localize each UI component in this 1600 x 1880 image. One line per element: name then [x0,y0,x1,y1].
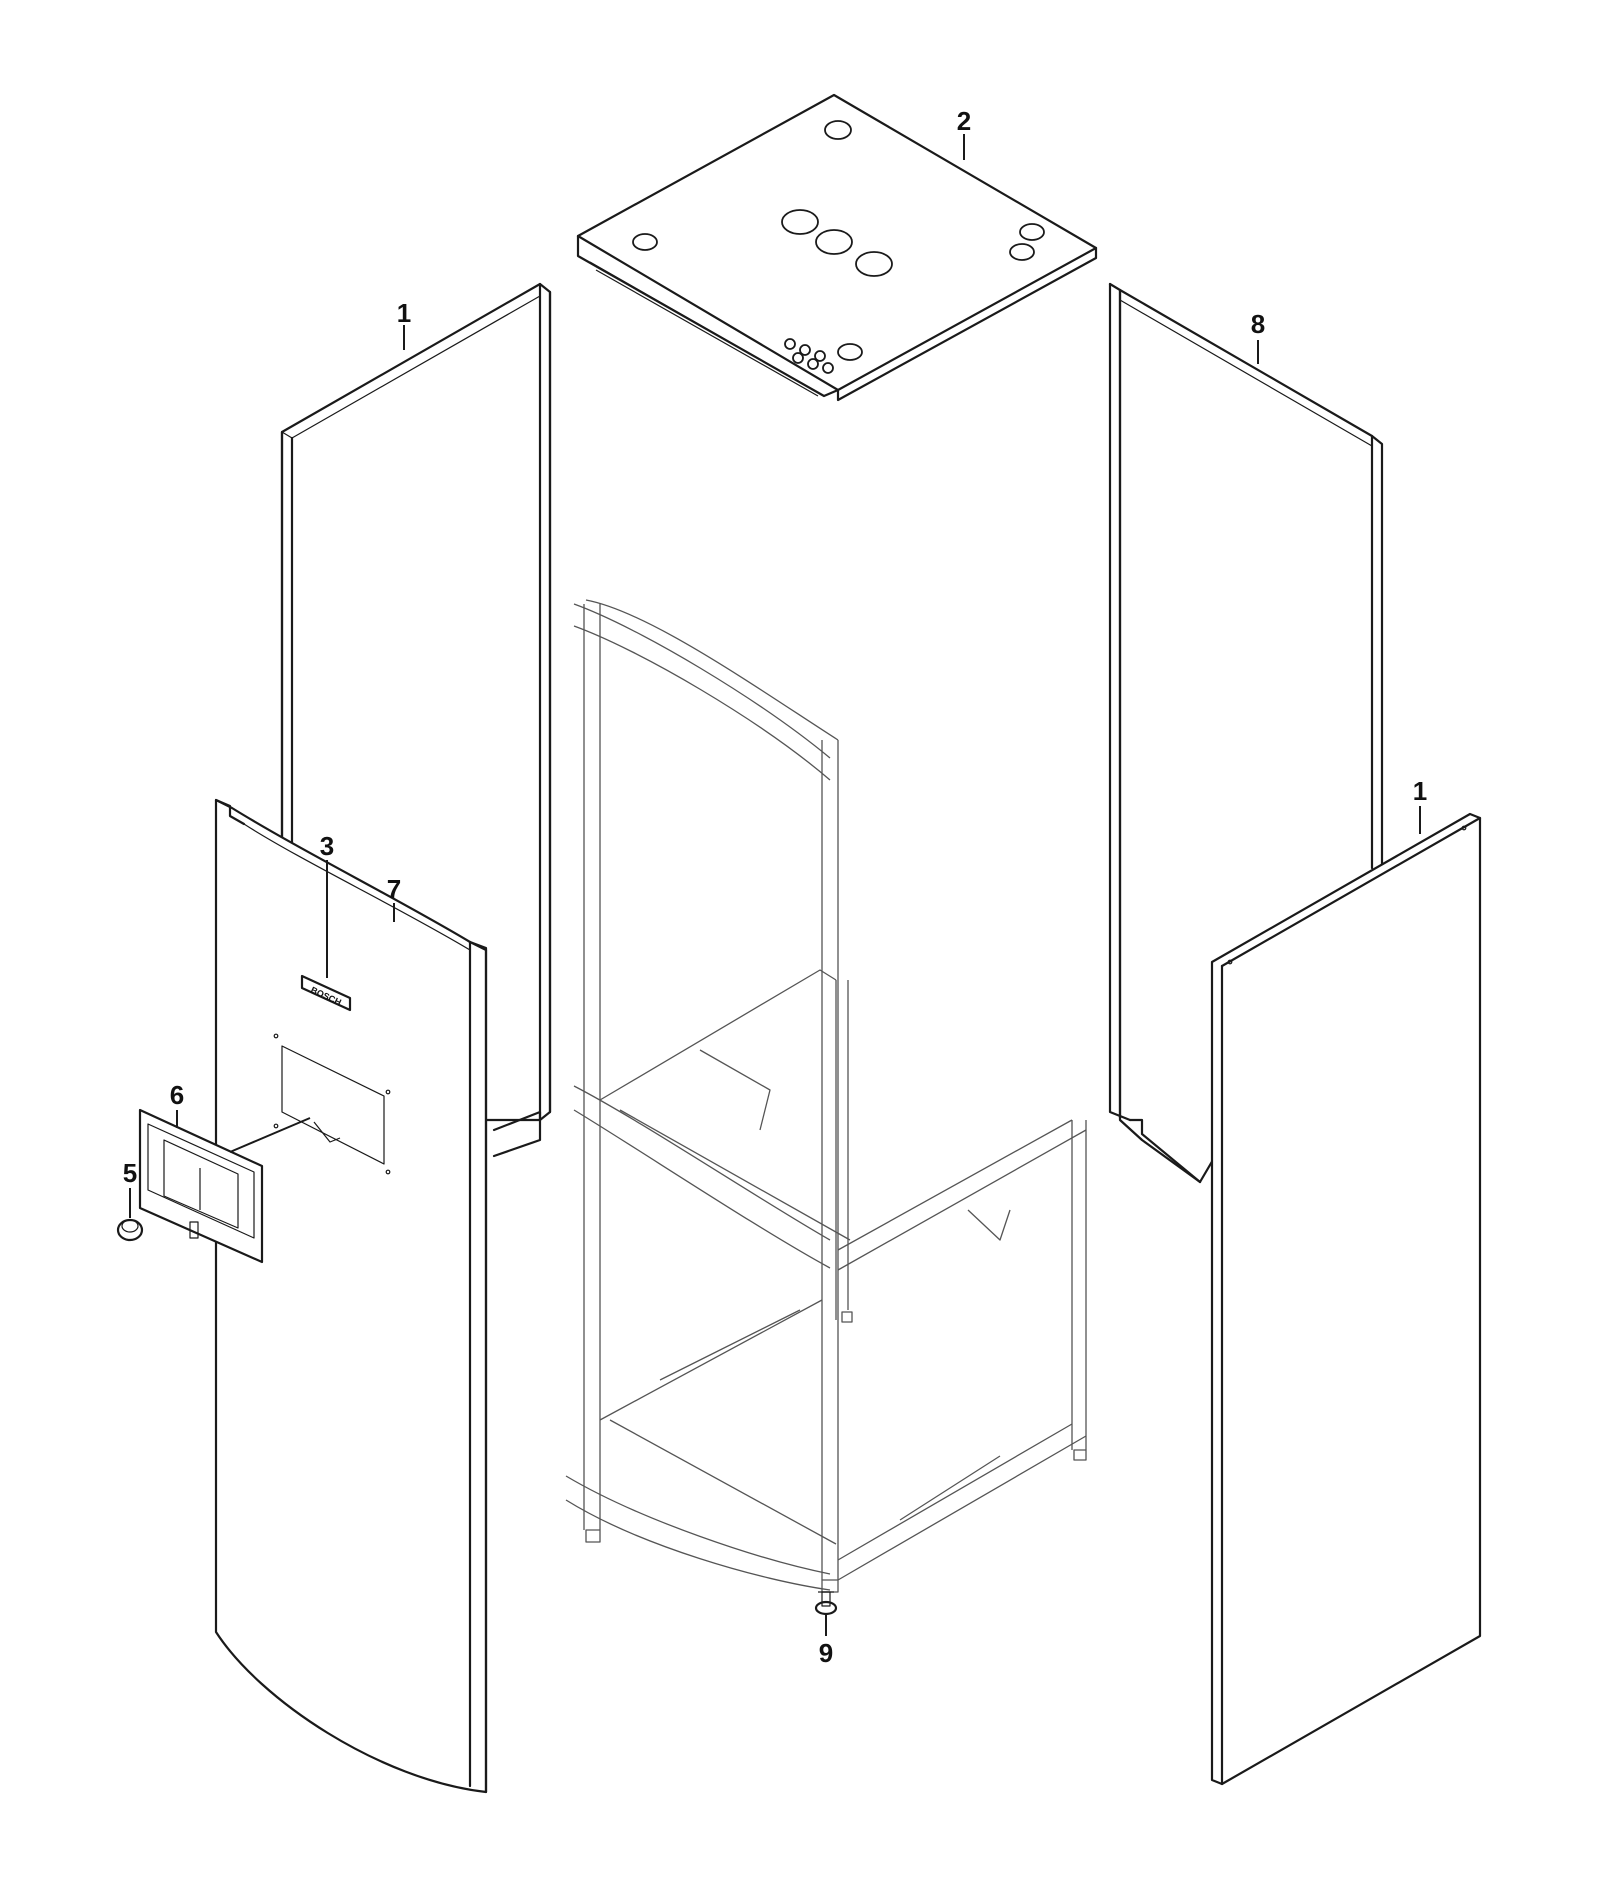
callout-8: 8 [1251,309,1265,339]
leveling-foot [814,1591,838,1616]
callout-5: 5 [123,1158,137,1188]
side-panel-right [1210,812,1482,1786]
knob [116,1218,144,1242]
callout-2: 2 [957,106,971,136]
callout-9: 9 [819,1638,833,1668]
control-bezel [138,1108,311,1264]
top-cover [576,93,1098,402]
callout-1-left: 1 [397,298,411,328]
callout-1-right: 1 [1413,776,1427,806]
front-panel: BOSCH [214,798,488,1794]
callout-7: 7 [387,874,401,904]
callout-6: 6 [170,1080,184,1110]
callout-3: 3 [320,831,334,861]
chassis-frame [565,599,1087,1593]
